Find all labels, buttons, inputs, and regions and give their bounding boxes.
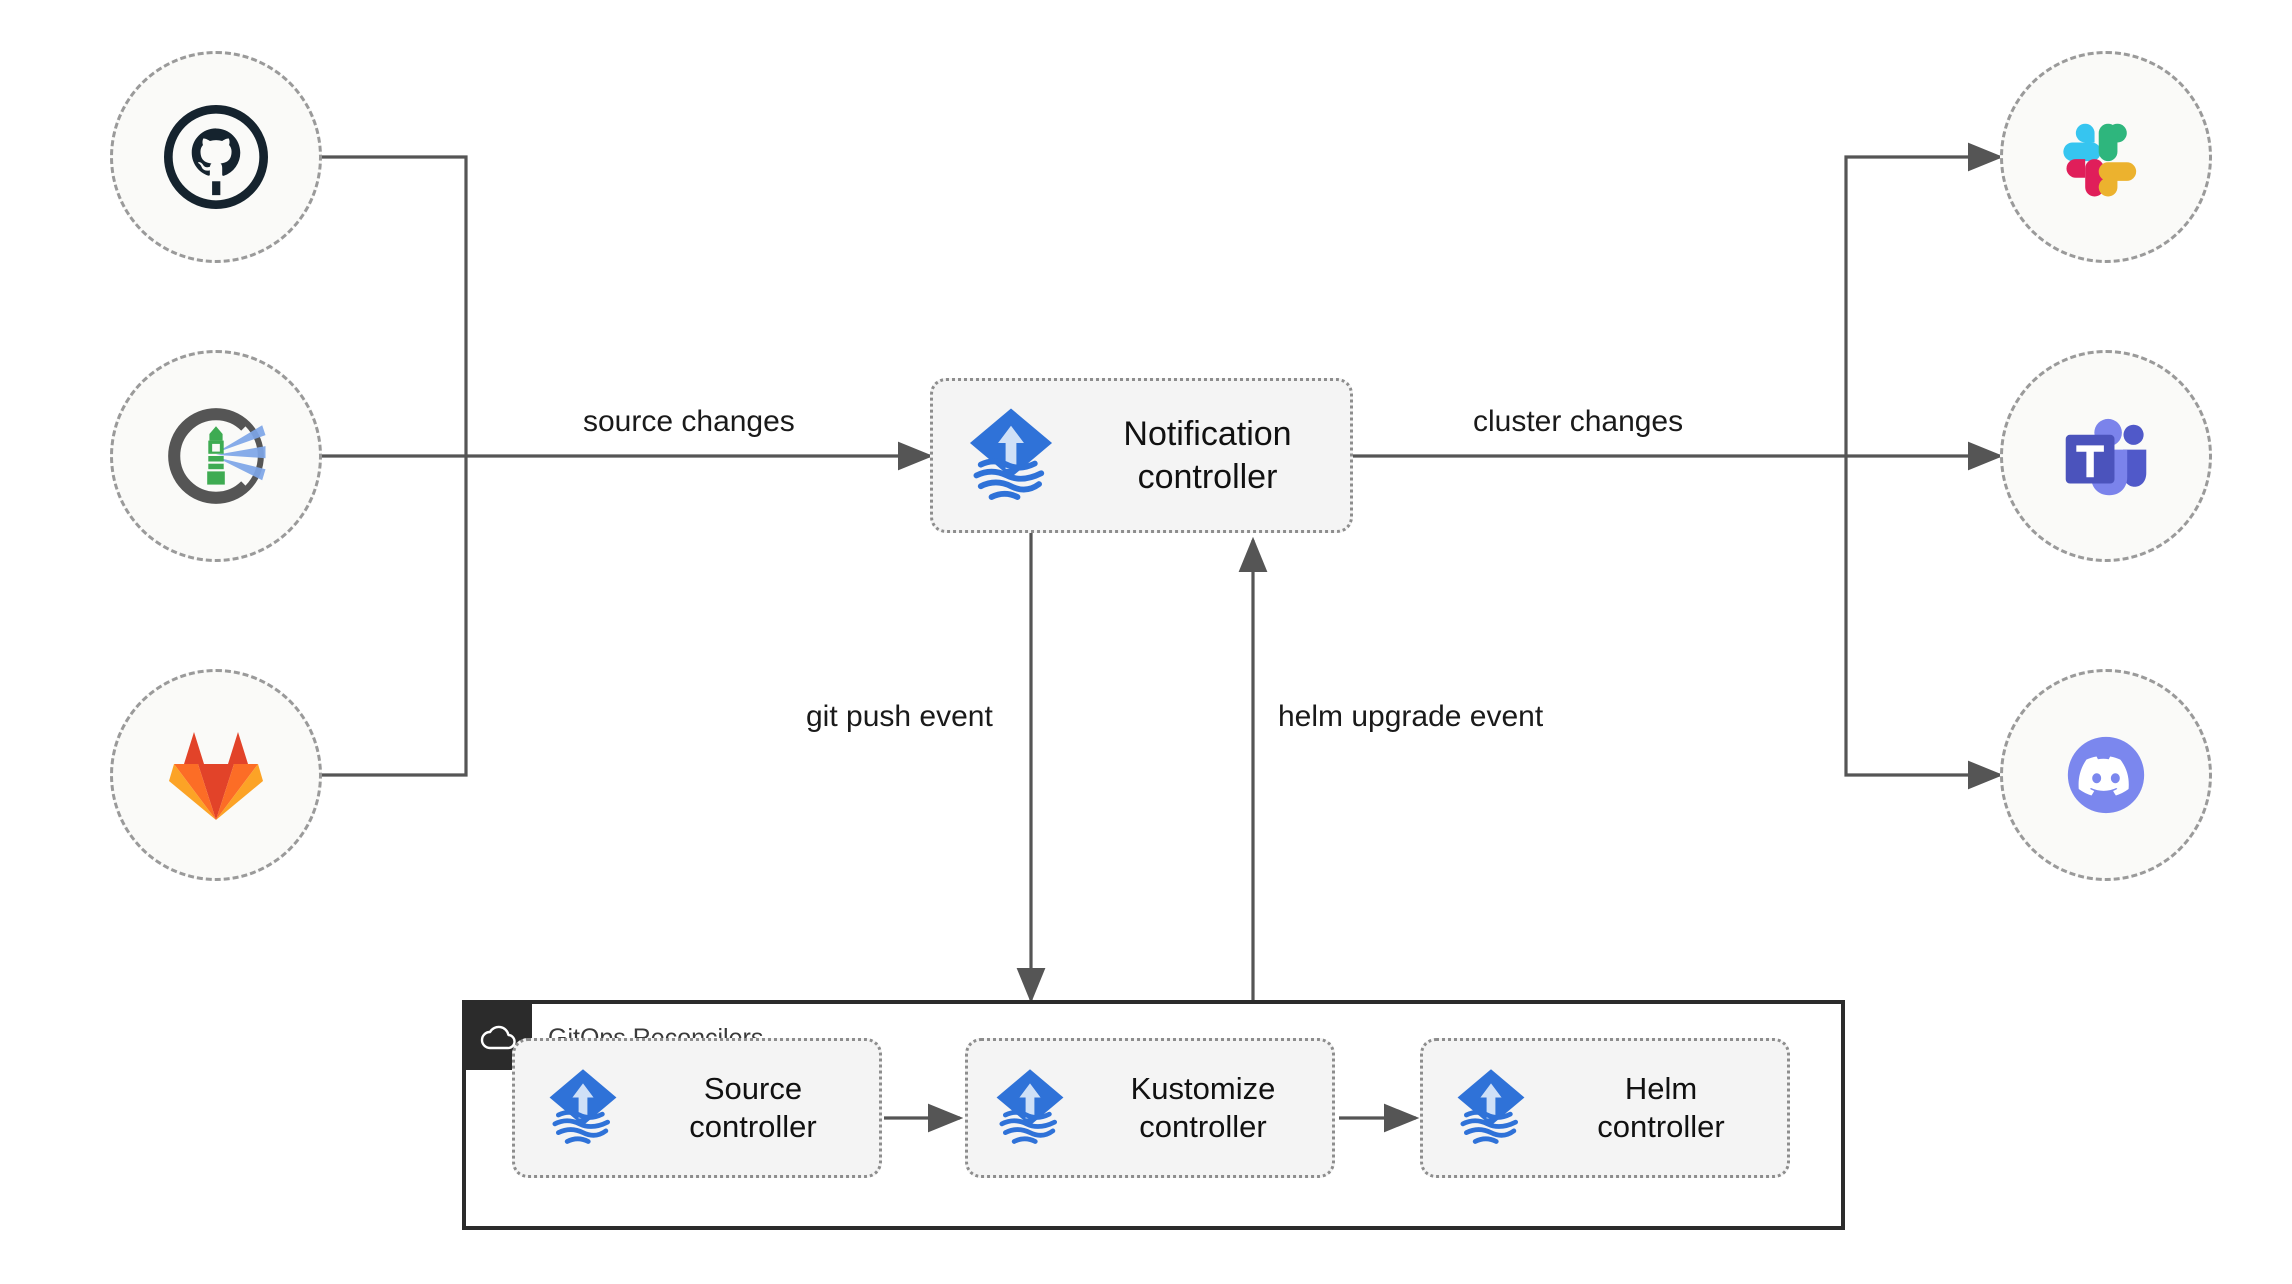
ms-teams-icon [2065,418,2147,496]
helm-controller-label: Helm controller [1535,1070,1787,1147]
helm-controller-line2: controller [1597,1109,1725,1144]
controller-chain-arrows [884,1103,1420,1133]
cloud-icon [480,1025,516,1050]
notification-controller-label: Notification controller [1065,413,1350,497]
flux-lighthouse-icon [168,408,266,504]
source-controller-box[interactable]: Source controller [512,1038,882,1178]
kustomize-controller-line1: Kustomize [1130,1070,1276,1106]
target-node-discord[interactable] [2000,669,2212,881]
flux-logo-icon [969,407,1053,500]
source-node-gitlab[interactable] [110,669,322,881]
slack-icon [2063,123,2137,197]
edge-label-cluster-changes: cluster changes [1473,405,1684,438]
source-node-flux[interactable] [110,350,322,562]
kustomize-controller-label: Kustomize controller [1074,1070,1332,1147]
target-node-teams[interactable] [2000,350,2212,562]
wire-bus-to-discord [1844,456,2004,790]
source-controller-line2: controller [689,1109,817,1144]
flux-logo-icon [1457,1069,1525,1144]
edge-label-source-changes: source changes [583,405,795,438]
source-controller-line1: Source [703,1070,803,1106]
notification-controller-box[interactable]: Notification controller [930,378,1353,533]
kustomize-controller-box[interactable]: Kustomize controller [965,1038,1335,1178]
wire-bus-to-slack [1844,142,2004,456]
gitlab-icon [169,732,263,820]
notification-controller-line2: controller [1137,457,1278,496]
source-node-github[interactable] [110,51,322,263]
helm-controller-box[interactable]: Helm controller [1420,1038,1790,1178]
edge-label-helm-upgrade-event: helm upgrade event [1278,700,1544,733]
discord-icon [2067,736,2145,814]
flux-logo-icon [549,1069,617,1144]
kustomize-controller-line2: controller [1139,1109,1267,1144]
source-controller-label: Source controller [627,1070,879,1147]
notification-controller-line1: Notification [1123,415,1292,454]
helm-controller-line1: Helm [1624,1070,1698,1106]
flux-logo-icon [996,1069,1064,1144]
edge-label-git-push-event: git push event [806,700,993,733]
github-icon [164,105,268,209]
target-node-slack[interactable] [2000,51,2212,263]
